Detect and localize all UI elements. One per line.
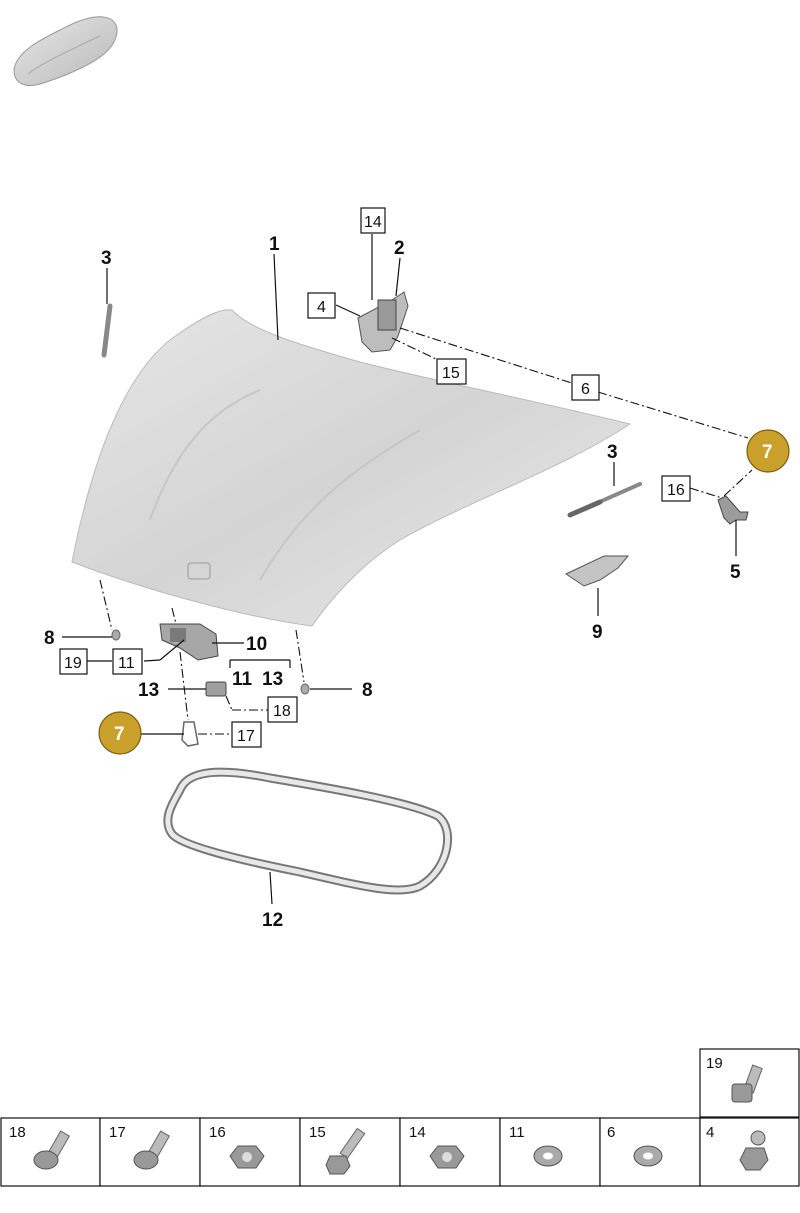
callout-17: 17 <box>237 728 255 745</box>
leader-lines <box>62 234 753 905</box>
table-cell-label: 15 <box>309 1124 326 1141</box>
hood-hinge-icon <box>357 291 409 353</box>
callout-13-plain: 13 <box>262 669 283 690</box>
callout-15: 15 <box>442 365 460 382</box>
bracket-icon <box>564 555 630 587</box>
highlight-markers: 7 7 <box>98 429 790 755</box>
cable-clip-icon <box>181 721 199 747</box>
hood-seal-icon <box>163 767 453 895</box>
table-cell-label: 17 <box>109 1124 126 1141</box>
callout-3-left: 3 <box>101 248 112 269</box>
callout-8-right: 8 <box>362 680 373 701</box>
hood-panel-icon <box>71 309 632 627</box>
callout-18: 18 <box>273 703 291 720</box>
table-cell-label: 4 <box>706 1124 714 1141</box>
latch-switch-icon <box>205 681 227 697</box>
table-cell-label: 6 <box>607 1124 615 1141</box>
callout-12: 12 <box>262 910 283 931</box>
table-cell-label: 18 <box>9 1124 26 1141</box>
callout-4: 4 <box>317 299 326 316</box>
callout-11-boxed: 11 <box>118 655 135 672</box>
gas-strut-left <box>101 303 113 358</box>
screw-icon <box>133 1130 171 1170</box>
car-thumbnail-icon <box>13 16 118 86</box>
table-cell-label: 14 <box>409 1124 426 1141</box>
bolt-icon <box>325 1127 366 1175</box>
bumper-left-icon <box>111 629 121 641</box>
parts-table: 19 18 17 16 15 14 11 6 4 <box>0 1048 800 1187</box>
callout-1: 1 <box>269 234 280 255</box>
table-cell-label: 16 <box>209 1124 226 1141</box>
highlight-7-left <box>98 711 142 755</box>
callout-8-left: 8 <box>44 628 55 649</box>
callout-3-right: 3 <box>607 442 618 463</box>
hood-latch-icon <box>159 623 219 661</box>
boxed-callouts: 14 4 15 6 16 19 11 18 17 <box>59 207 691 748</box>
callout-11-plain: 11 <box>232 669 253 690</box>
highlight-7-right <box>746 429 790 473</box>
callout-labels: 1 2 3 3 5 8 8 9 10 11 13 13 12 <box>44 234 741 931</box>
callout-13-left: 13 <box>138 680 159 701</box>
gas-strut-right <box>567 482 642 518</box>
table-cell-label: 19 <box>706 1055 723 1072</box>
washer-icon <box>533 1145 563 1167</box>
callout-2: 2 <box>394 238 405 259</box>
callout-19: 19 <box>64 655 82 672</box>
callout-16: 16 <box>667 482 685 499</box>
table-cell-label: 11 <box>509 1124 525 1141</box>
cable-end-icon <box>717 495 749 525</box>
washer-icon <box>633 1145 663 1167</box>
callout-7-left: 7 <box>114 724 125 745</box>
bolt-icon <box>731 1064 763 1103</box>
callout-9: 9 <box>592 622 603 643</box>
callout-10: 10 <box>246 634 267 655</box>
nut-icon <box>229 1145 265 1169</box>
callout-5: 5 <box>730 562 741 583</box>
nut-icon <box>429 1145 465 1169</box>
callout-6: 6 <box>581 381 590 398</box>
bumper-right-icon <box>300 683 310 695</box>
callout-7-right: 7 <box>762 442 773 463</box>
screw-icon <box>33 1130 71 1170</box>
ball-stud-icon <box>739 1130 769 1171</box>
callout-14: 14 <box>364 214 382 231</box>
